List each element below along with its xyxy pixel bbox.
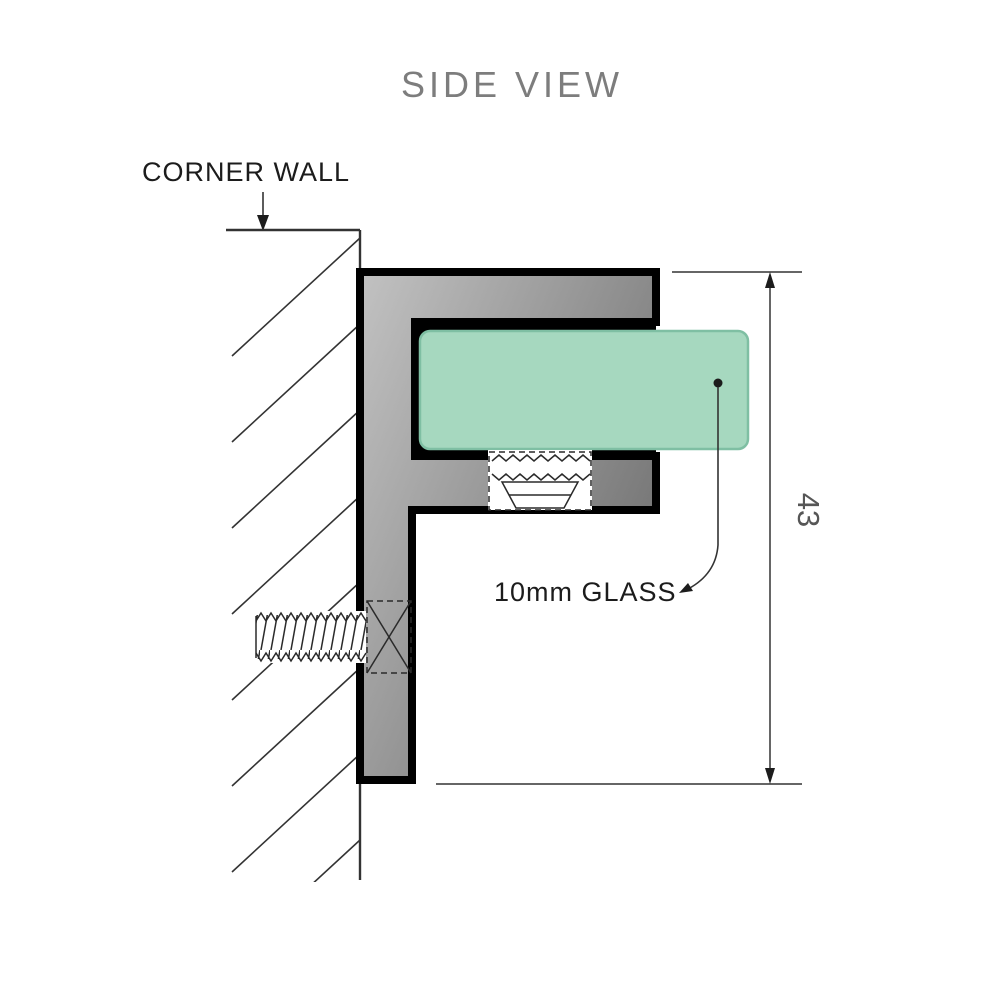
wall-hatching (231, 237, 361, 882)
hatch-line (231, 409, 361, 529)
glass-label: 10mm GLASS (494, 577, 677, 607)
corner-wall-arrowhead-icon (257, 215, 269, 231)
dimension-value: 43 (791, 493, 826, 527)
grub-screw-thread (491, 454, 591, 462)
wall-screw-shaft (256, 615, 366, 659)
glass-callout: 10mm GLASS (494, 378, 723, 607)
glass-leader-arrowhead-icon (679, 583, 693, 593)
dimension-arrow-bottom-icon (765, 768, 775, 784)
grub-screw-hidden-outline (488, 451, 592, 511)
wall-screw-thread-bottom (255, 651, 367, 663)
hatch-line (313, 839, 361, 882)
corner-wall-label: CORNER WALL (142, 157, 350, 187)
hatch-line (231, 495, 361, 615)
glass-panel (418, 329, 750, 451)
hatch-line (231, 323, 361, 443)
wall-screw-head-cross (366, 600, 412, 674)
wall-screw (254, 600, 412, 674)
diagram-title: SIDE VIEW (401, 64, 623, 105)
hatch-line (231, 753, 361, 873)
dimension-arrow-top-icon (765, 272, 775, 288)
dimension-43: 43 (436, 271, 826, 785)
glass-leader-line (687, 387, 719, 590)
corner-wall-callout: CORNER WALL (142, 157, 350, 231)
grub-screw-thread (491, 473, 591, 481)
glass-leader-dot (713, 378, 723, 388)
wall-screw-thread-top (255, 611, 367, 623)
grub-screw (488, 450, 592, 511)
grub-screw-cone (500, 481, 580, 509)
wall-screw-head-outline (366, 600, 412, 674)
hatch-line (231, 237, 361, 357)
wall (226, 228, 362, 882)
hatch-line (231, 667, 361, 787)
